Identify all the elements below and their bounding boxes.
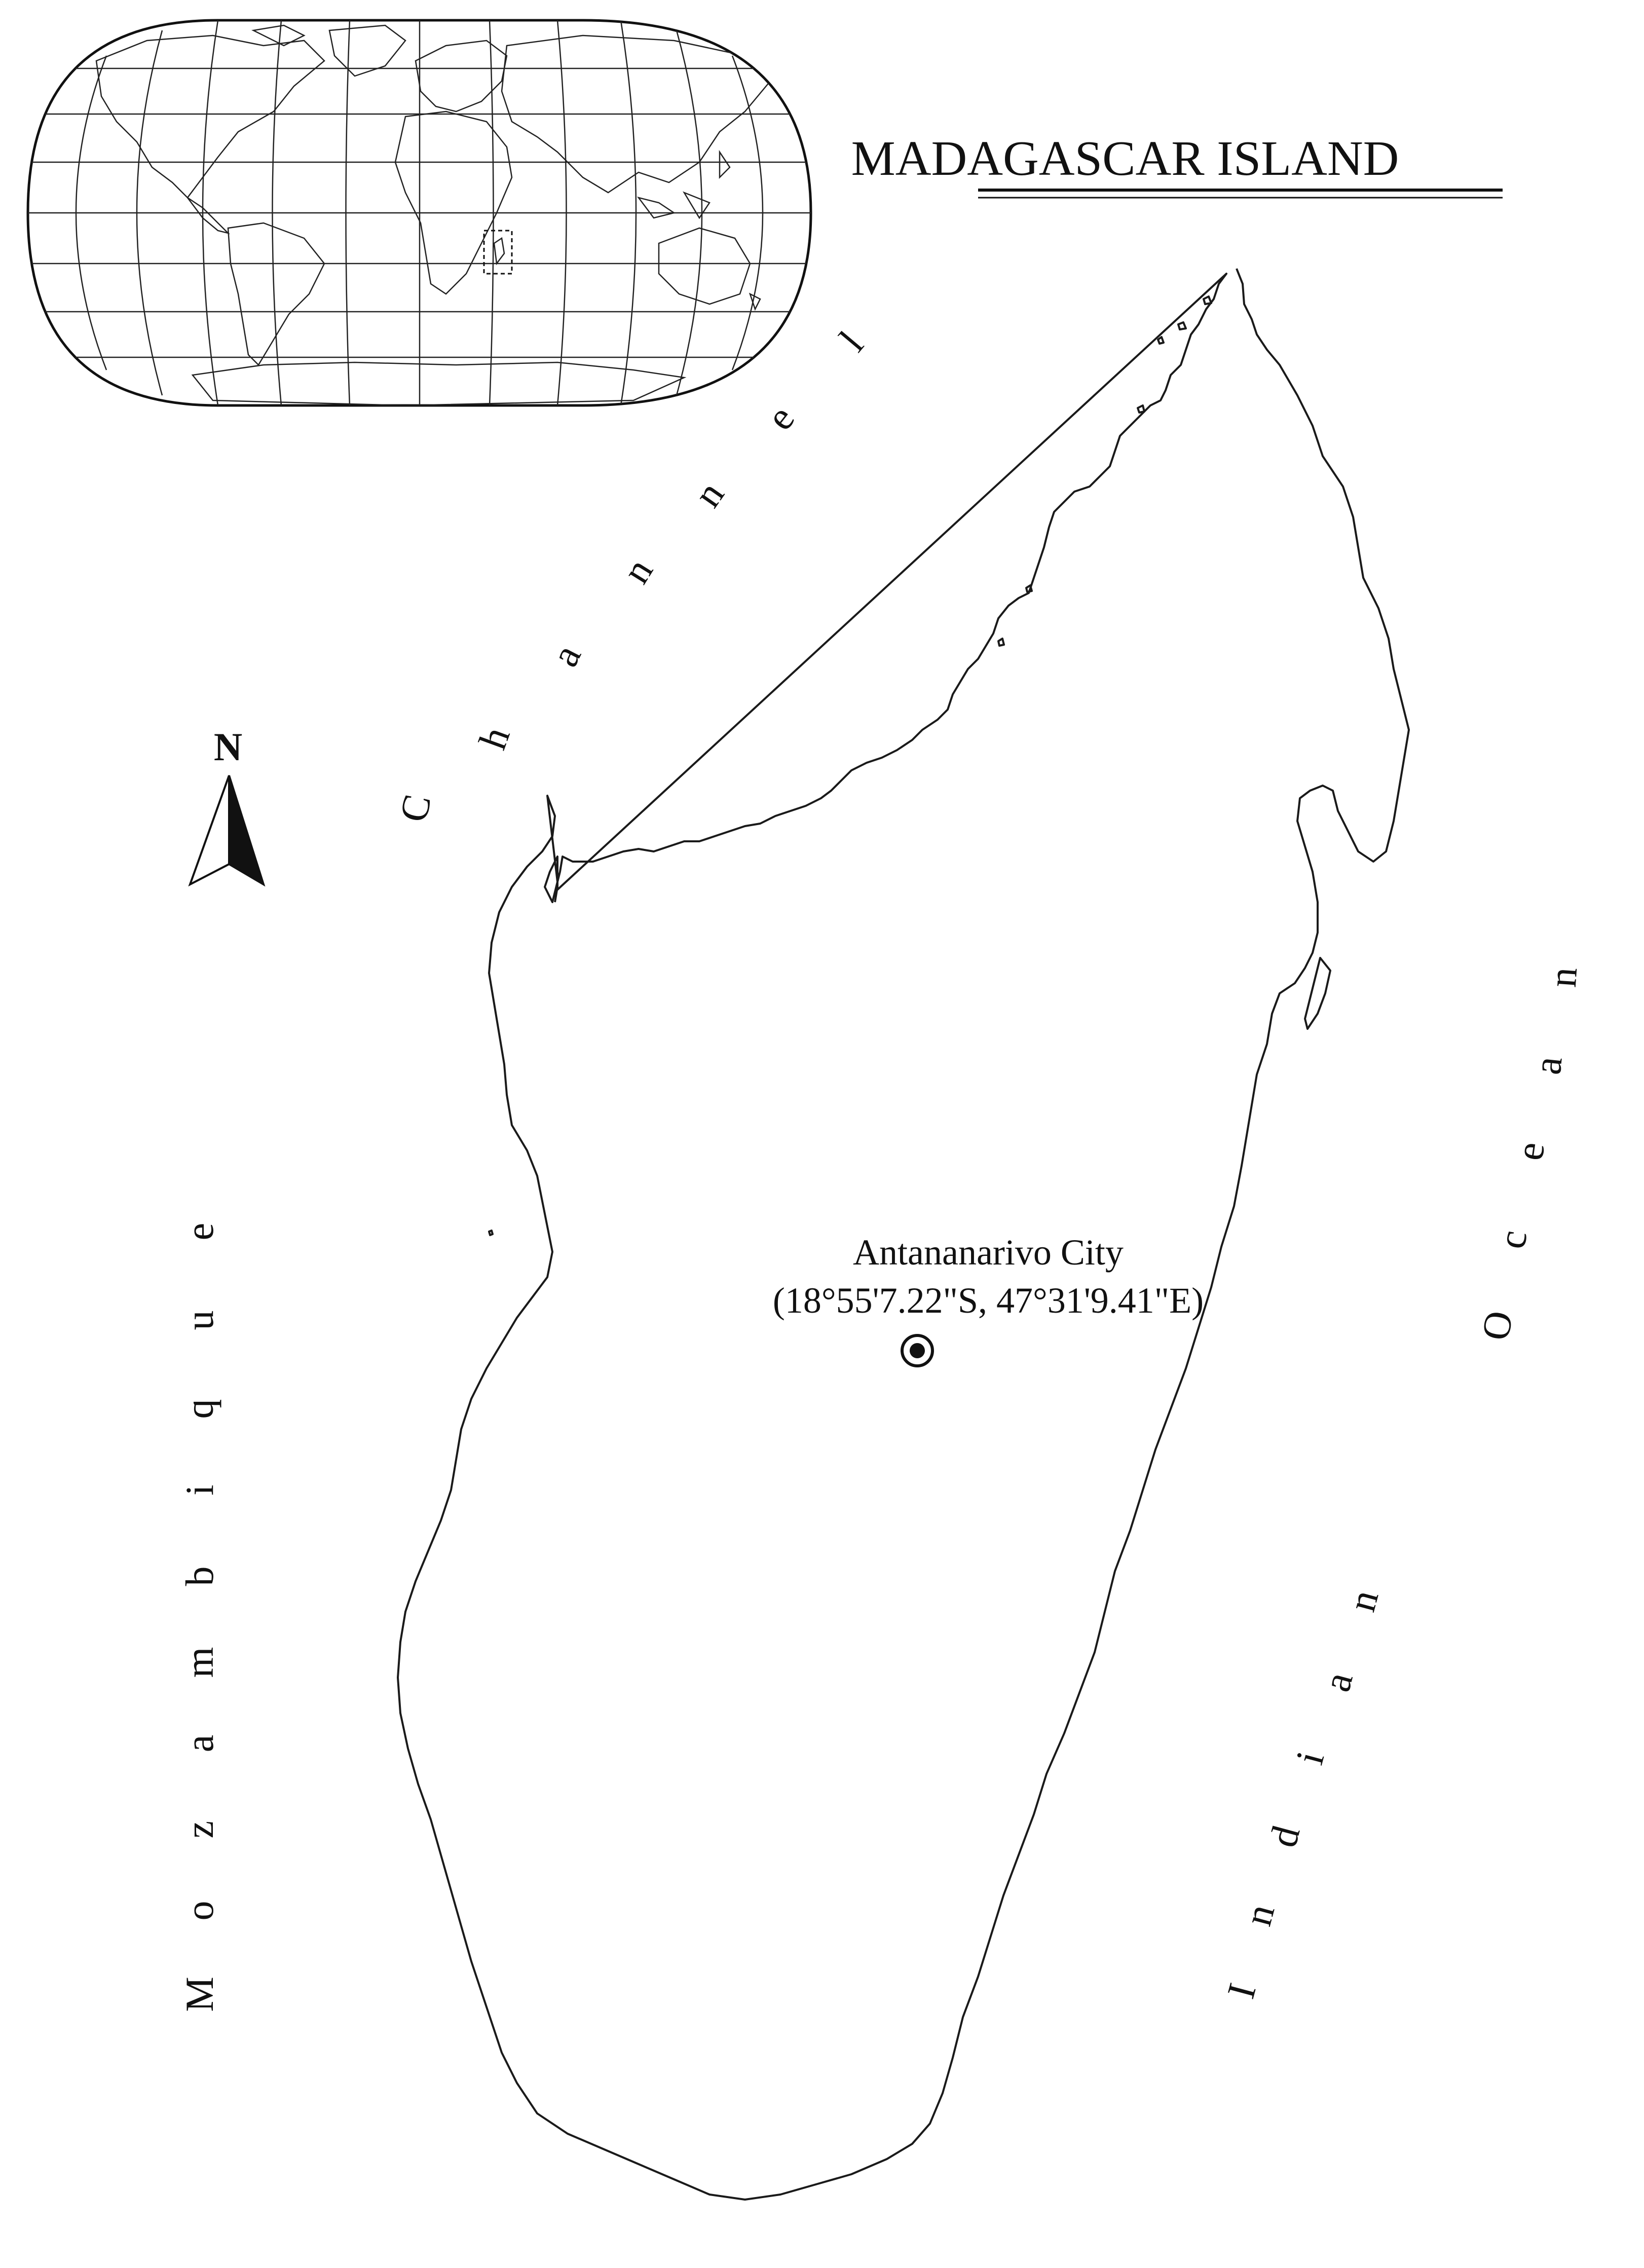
- mozambique-channel-letter: n: [685, 473, 732, 515]
- mozambique-channel-letter: q: [177, 1399, 221, 1419]
- mozambique-channel-letter: n: [613, 550, 661, 590]
- indian-ocean-letter: I: [1218, 1979, 1264, 2003]
- mozambique-channel-letter: m: [177, 1647, 221, 1678]
- north-arrow-icon: [188, 775, 230, 887]
- south-america-shape: [227, 222, 325, 366]
- indian-ocean-letter: c: [1489, 1227, 1536, 1252]
- europe-shape: [415, 40, 508, 113]
- indian-ocean-letter: d: [1260, 1821, 1308, 1851]
- indian-ocean-letter: a: [1314, 1667, 1361, 1696]
- mozambique-channel-letter: l: [831, 323, 872, 360]
- mozambique-channel-letter: o: [177, 1901, 221, 1921]
- indian-ocean-letter: a: [1525, 1054, 1571, 1076]
- mozambique-channel-letter: a: [542, 638, 589, 673]
- asia-shape: [501, 34, 771, 194]
- madagascar-coastline: [397, 268, 1410, 2201]
- mozambique-channel-letter: i: [177, 1484, 221, 1496]
- globe-outline: [26, 19, 812, 407]
- world-inset-map: [26, 19, 812, 407]
- mozambique-channel-letter: M: [177, 1977, 221, 2012]
- madagascar-locator-box: [483, 230, 513, 275]
- mozambique-channel-letter: z: [177, 1821, 221, 1839]
- indian-ocean-letter: e: [1507, 1139, 1553, 1163]
- indian-ocean-letter: n: [1235, 1900, 1283, 1930]
- mozambique-channel-letter: b: [177, 1567, 221, 1586]
- north-arrow: N: [188, 725, 266, 887]
- sainte-marie-island: [1304, 957, 1331, 1030]
- antarctica-shape: [191, 361, 687, 405]
- mozambique-channel-letter: C: [391, 791, 439, 826]
- north-america-shape: [95, 34, 325, 199]
- indian-ocean-letter: n: [1339, 1585, 1387, 1616]
- mozambique-channel-letter: e: [757, 397, 803, 438]
- antananarivo-marker: Antananarivo City (18°55'7.22"S, 47°31'9…: [773, 1232, 1204, 1367]
- africa-shape: [394, 110, 513, 295]
- indian-ocean-letter: n: [1540, 966, 1586, 989]
- north-label: N: [214, 725, 242, 769]
- australia-shape: [658, 227, 751, 305]
- indian-ocean-letter: i: [1287, 1746, 1333, 1768]
- mozambique-channel-letter: h: [470, 721, 518, 755]
- mozambique-channel-letter: u: [177, 1311, 221, 1330]
- mozambique-channel-letter: e: [177, 1223, 221, 1241]
- mozambique-channel-letter: a: [177, 1735, 221, 1753]
- map-title: MADAGASCAR ISLAND: [851, 131, 1503, 199]
- graticule: [28, 20, 811, 405]
- indian-ocean-letter: O: [1473, 1308, 1521, 1344]
- city-coordinates-label: (18°55'7.22"S, 47°31'9.41"E): [773, 1280, 1204, 1321]
- title-text: MADAGASCAR ISLAND: [851, 131, 1399, 186]
- city-name-label: Antananarivo City: [853, 1232, 1124, 1273]
